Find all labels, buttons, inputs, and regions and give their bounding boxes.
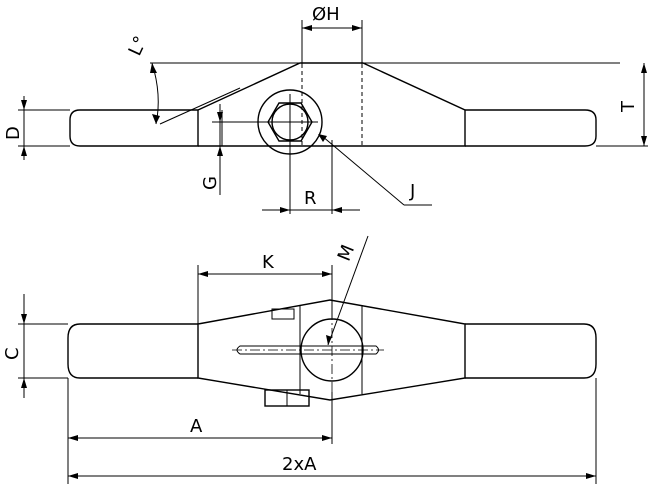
side-view-body — [197, 62, 466, 147]
dim-two-a: 2xA — [68, 378, 597, 484]
dim-k: K — [197, 252, 333, 324]
dim-angle-l: L° — [125, 33, 620, 125]
label-k: K — [262, 252, 275, 273]
label-g: G — [200, 176, 221, 190]
dim-g: G — [200, 104, 268, 195]
label-m: M — [334, 242, 359, 264]
plan-body — [197, 299, 466, 401]
side-view-right-wing — [465, 109, 597, 147]
label-diameter: ØH — [312, 4, 340, 25]
leader-j: J — [318, 134, 432, 206]
leader-m: M — [326, 235, 369, 346]
label-d: D — [3, 126, 24, 140]
side-view — [69, 62, 597, 155]
label-j: J — [409, 181, 415, 202]
plan-slot — [236, 345, 379, 355]
dim-diameter-h: ØH — [301, 4, 363, 64]
label-two-a: 2xA — [282, 454, 317, 475]
plan-left-wing — [67, 323, 198, 379]
dim-c: C — [2, 294, 68, 398]
plan-view — [67, 299, 597, 407]
label-angle: L° — [125, 33, 152, 59]
label-c: C — [2, 347, 23, 360]
label-r: R — [304, 188, 317, 209]
dim-r: R — [262, 140, 360, 214]
label-t: T — [618, 100, 639, 113]
dim-t: T — [596, 63, 648, 147]
side-view-outline — [69, 109, 199, 147]
label-a: A — [190, 416, 203, 437]
plan-right-wing — [465, 323, 597, 379]
dim-a: A — [67, 378, 333, 484]
plan-screw-top — [271, 308, 295, 320]
dim-d: D — [3, 96, 70, 160]
